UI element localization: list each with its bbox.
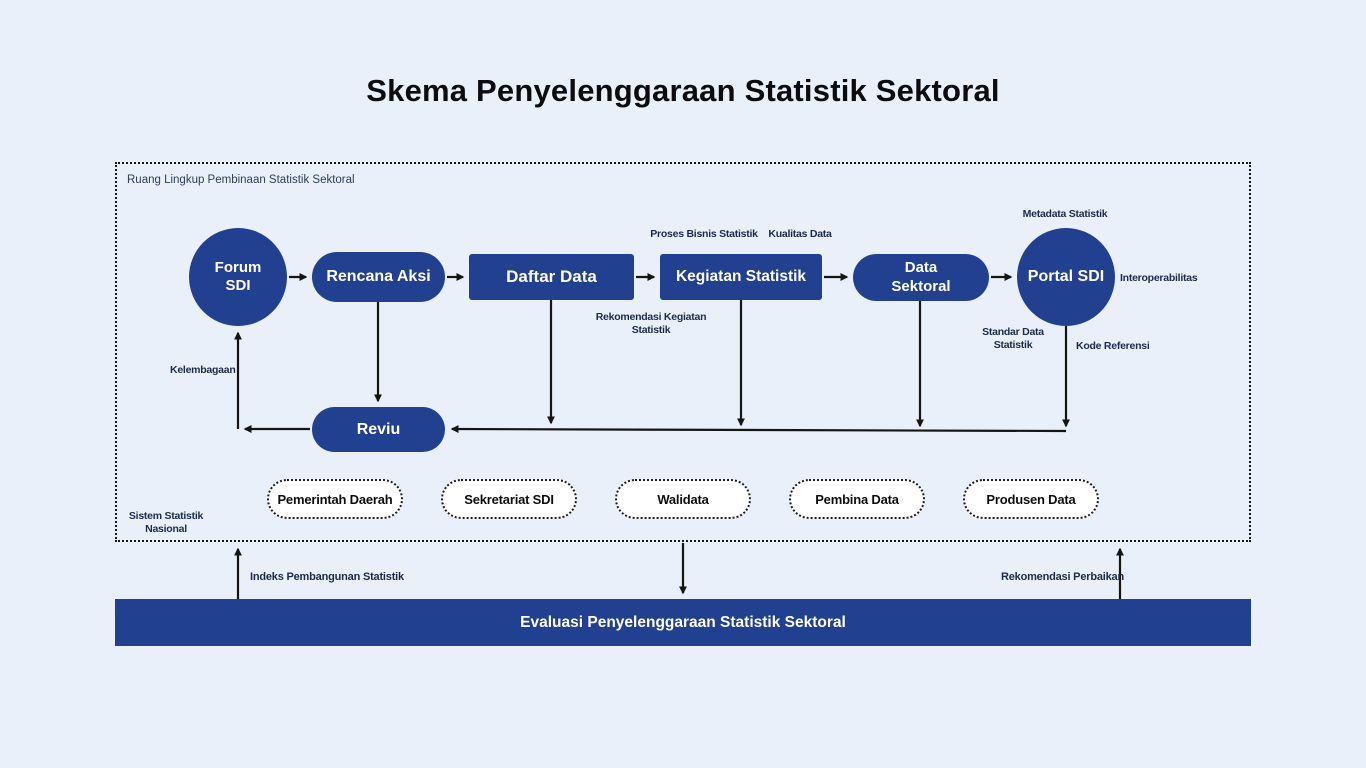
label-kode-referensi: Kode Referensi: [1076, 340, 1150, 352]
node-data-sektoral: Data Sektoral: [853, 254, 989, 301]
actor-sekretariat-sdi: Sekretariat SDI: [441, 479, 577, 519]
scope-box: [115, 162, 1251, 542]
label-sistem-statistik-nasional: Sistem Statistik Nasional: [128, 510, 204, 536]
evaluation-bar: Evaluasi Penyelenggaraan Statistik Sekto…: [115, 599, 1251, 646]
label-rekomendasi-perbaikan: Rekomendasi Perbaikan: [1001, 571, 1124, 583]
actor-produsen-data: Produsen Data: [963, 479, 1099, 519]
node-reviu: Reviu: [312, 407, 445, 452]
label-metadata-statistik: Metadata Statistik: [1022, 208, 1108, 220]
actor-pemerintah-daerah: Pemerintah Daerah: [267, 479, 403, 519]
label-kualitas-data: Kualitas Data: [768, 228, 832, 240]
label-standar-data-statistik: Standar Data Statistik: [982, 326, 1044, 352]
node-daftar-data: Daftar Data: [469, 254, 634, 300]
label-kelembagaan: Kelembagaan: [170, 364, 236, 376]
label-rekomendasi-kegiatan-statistik: Rekomendasi Kegiatan Statistik: [595, 311, 707, 337]
label-indeks-pembangunan-statistik: Indeks Pembangunan Statistik: [250, 571, 404, 583]
label-proses-bisnis-statistik: Proses Bisnis Statistik: [650, 228, 758, 240]
actor-walidata: Walidata: [615, 479, 751, 519]
scope-box-label: Ruang Lingkup Pembinaan Statistik Sektor…: [127, 174, 355, 186]
node-forum-sdi: Forum SDI: [189, 228, 287, 326]
page-title: Skema Penyelenggaraan Statistik Sektoral: [366, 73, 1000, 108]
actor-pembina-data: Pembina Data: [789, 479, 925, 519]
label-interoperabilitas: Interoperabilitas: [1120, 272, 1198, 284]
node-kegiatan-statistik: Kegiatan Statistik: [660, 254, 822, 300]
node-rencana-aksi: Rencana Aksi: [312, 252, 445, 302]
node-portal-sdi: Portal SDI: [1017, 228, 1115, 326]
